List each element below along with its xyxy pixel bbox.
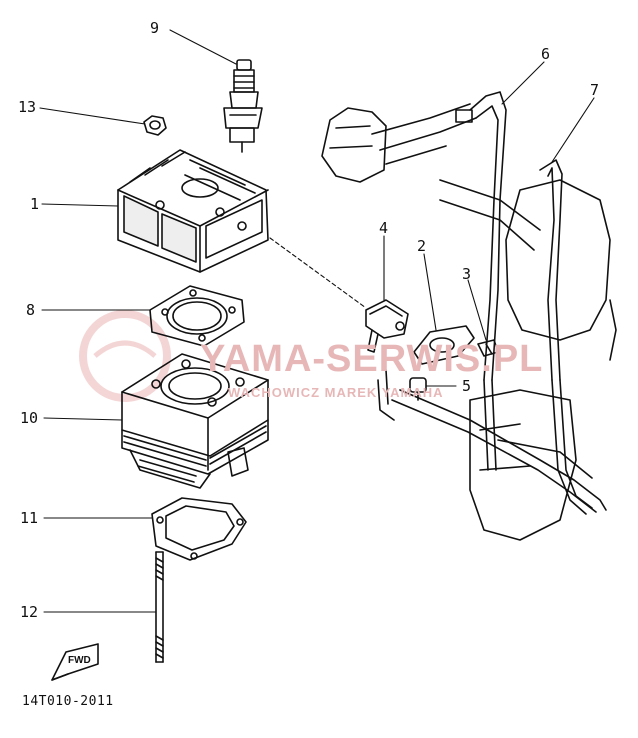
watermark-subtext: WACHOWICZ MAREK YAMAHA bbox=[228, 385, 444, 400]
watermark-text: YAMA-SERWIS.PL bbox=[200, 338, 544, 380]
nut bbox=[143, 115, 167, 136]
cylinder bbox=[121, 353, 269, 489]
part-label-4: 4 bbox=[379, 219, 389, 237]
engine-outline bbox=[321, 91, 617, 541]
bracket bbox=[413, 325, 475, 365]
part-label-6: 6 bbox=[541, 45, 551, 63]
part-label-12: 12 bbox=[20, 603, 39, 621]
part-label-5: 5 bbox=[462, 377, 472, 395]
head-gasket bbox=[149, 285, 245, 347]
part-label-1: 1 bbox=[30, 195, 40, 213]
diagram-code: 14T010-2011 bbox=[22, 694, 114, 709]
leader-lines bbox=[39, 29, 595, 613]
part-label-13: 13 bbox=[18, 98, 37, 116]
watermark-logo bbox=[79, 310, 171, 402]
connector bbox=[365, 299, 409, 353]
part-label-10: 10 bbox=[20, 409, 39, 427]
fitting bbox=[409, 377, 427, 401]
base-gasket bbox=[151, 497, 247, 561]
part-label-3: 3 bbox=[462, 265, 472, 283]
fwd-label: FWD bbox=[68, 655, 91, 666]
part-label-9: 9 bbox=[150, 19, 160, 37]
part-label-11: 11 bbox=[20, 509, 39, 527]
cylinder-head bbox=[117, 149, 269, 273]
part-label-8: 8 bbox=[26, 301, 36, 319]
part-label-2: 2 bbox=[417, 237, 427, 255]
spark-plug bbox=[223, 59, 263, 153]
fwd-arrow-icon bbox=[51, 643, 99, 681]
part-label-7: 7 bbox=[590, 81, 600, 99]
stud-bolt bbox=[155, 551, 164, 663]
